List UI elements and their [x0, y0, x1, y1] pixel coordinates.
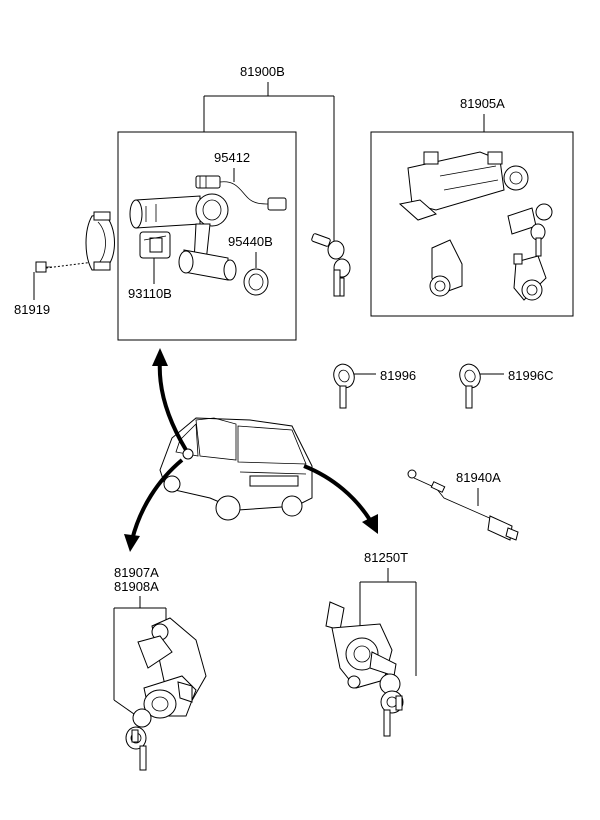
trunk-cylinder-small [513, 253, 547, 301]
door-lock-assembly [137, 617, 207, 719]
arrow-to-tailgate-lock [303, 464, 378, 534]
shear-bolt [35, 261, 52, 273]
label-81996C: 81996C [508, 368, 554, 383]
steering-lock-body [398, 151, 529, 221]
steering-lock-key [507, 203, 553, 257]
label-95440B: 95440B [228, 234, 273, 249]
arrow-to-door-lock [124, 458, 184, 552]
interlock-cable [407, 469, 519, 541]
label-93110B: 93110B [128, 286, 172, 301]
label-81996: 81996 [380, 368, 416, 383]
blank-key-81996 [333, 363, 355, 409]
lock-housing [129, 193, 237, 281]
label-95412: 95412 [214, 150, 250, 165]
door-cylinder-small [429, 239, 463, 297]
steering-clamp [85, 211, 115, 271]
label-81250T: 81250T [364, 550, 408, 565]
tailgate-lock-keys [379, 673, 404, 737]
lock-set-box [117, 131, 297, 341]
label-81919: 81919 [14, 302, 50, 317]
label-81907A: 81907A [114, 565, 159, 580]
immobilizer-coil [195, 175, 287, 211]
ignition-cylinder [139, 231, 171, 259]
arrow-to-lock-set [152, 348, 188, 452]
tailgate-lock-assembly [325, 601, 397, 689]
blank-key-81996C [459, 363, 481, 409]
label-81908A: 81908A [114, 579, 159, 594]
master-key-pair [311, 233, 351, 297]
cylinder-ring [243, 268, 269, 296]
label-81940A: 81940A [456, 470, 501, 485]
vehicle [159, 417, 313, 521]
label-81900B: 81900B [240, 64, 285, 79]
label-81905A: 81905A [460, 96, 505, 111]
door-lock-keys [125, 708, 152, 771]
steering-lock-box [370, 131, 574, 317]
leader-lines [33, 82, 504, 715]
